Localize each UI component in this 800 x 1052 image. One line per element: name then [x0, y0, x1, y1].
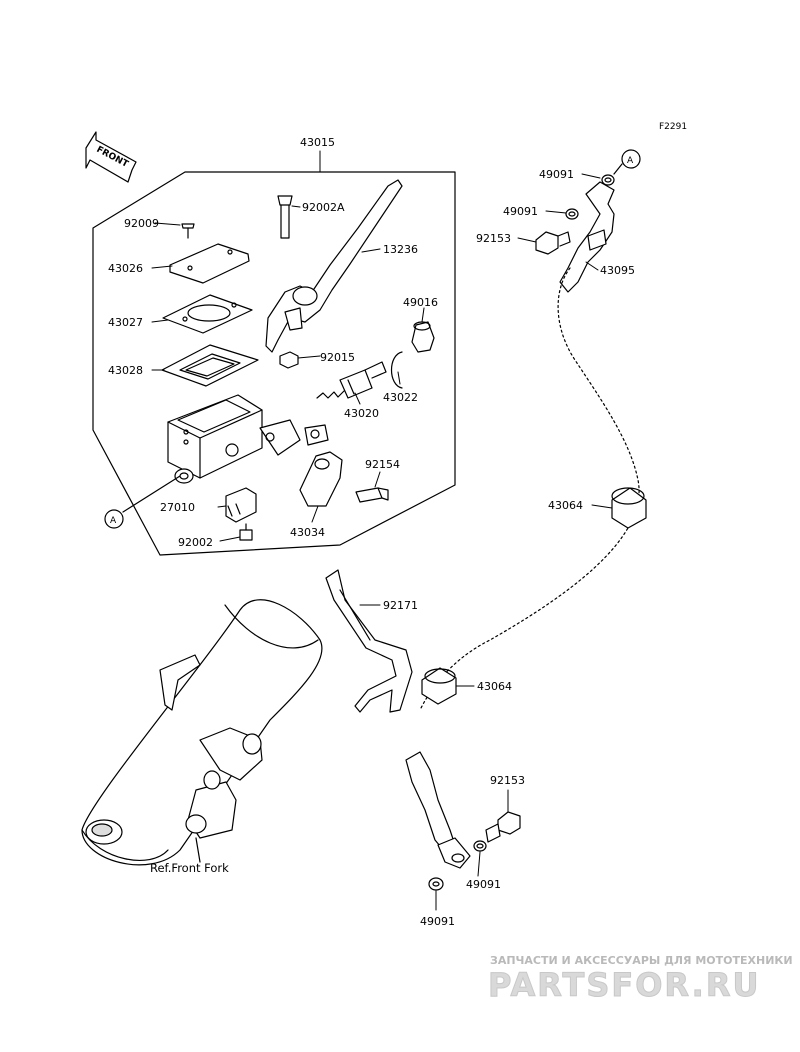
- bracket-92171: [325, 569, 413, 713]
- part-label-43026: 43026: [108, 262, 143, 275]
- part-label-43015: 43015: [300, 136, 335, 149]
- watermark-logo: PARTSFOR.RU: [488, 966, 760, 1004]
- watermark-tagline: ЗАПЧАСТИ И АКСЕССУАРЫ ДЛЯ МОТОТЕХНИКИ: [490, 954, 793, 967]
- circlip-43022: [390, 351, 403, 389]
- part-label-92002: 92002: [178, 536, 213, 549]
- part-label-92171: 92171: [383, 599, 418, 612]
- part-label-43095: 43095: [600, 264, 635, 277]
- part-label-43064-b: 43064: [477, 680, 512, 693]
- part-label-92154: 92154: [365, 458, 400, 471]
- diaphragm-plate-43027: [162, 294, 253, 334]
- ref-marker-a-left: [104, 509, 124, 529]
- washer-49091-lower: [428, 840, 487, 891]
- diagram-code: F2291: [659, 122, 687, 132]
- grommet-43064-upper: [611, 487, 647, 529]
- part-label-92002A: 92002A: [302, 201, 345, 214]
- brake-hose-43095: [419, 181, 640, 711]
- bolt-92154: [355, 487, 389, 503]
- part-label-13236: 13236: [383, 243, 418, 256]
- ref-marker-a-left-label: A: [110, 516, 117, 526]
- leader-lines: [151, 150, 425, 542]
- banjo-bolt-92153-lower: [485, 811, 521, 843]
- part-label-92015: 92015: [320, 351, 355, 364]
- bolt-92002A: [277, 195, 293, 239]
- part-label-43027: 43027: [108, 316, 143, 329]
- dust-boot-49016: [411, 321, 435, 353]
- part-label-92153-a: 92153: [476, 232, 511, 245]
- grommet-43064-lower: [421, 667, 457, 705]
- front-arrow-icon: [85, 131, 137, 183]
- part-label-43022: 43022: [383, 391, 418, 404]
- part-label-49091-c: 49091: [466, 878, 501, 891]
- part-label-49091-b: 49091: [503, 205, 538, 218]
- front-fork: [81, 599, 323, 866]
- nut-92015: [279, 351, 299, 369]
- part-label-49016: 49016: [403, 296, 438, 309]
- washer-49091-upper: [565, 174, 615, 220]
- assembly-frame: [92, 171, 456, 556]
- banjo-bolt-92153-upper: [535, 231, 571, 255]
- part-label-27010: 27010: [160, 501, 195, 514]
- screw-92002: [239, 523, 253, 541]
- leader-lines-right: [359, 173, 613, 911]
- part-label-92009: 92009: [124, 217, 159, 230]
- part-label-92153-b: 92153: [490, 774, 525, 787]
- part-label-43034: 43034: [290, 526, 325, 539]
- brake-hose-lower: [405, 751, 471, 869]
- screw-92009: [181, 223, 195, 239]
- brake-switch-27010: [225, 487, 257, 523]
- ref-marker-a-right: [621, 149, 641, 169]
- ref-front-fork-label: Ref.Front Fork: [150, 861, 229, 875]
- part-label-49091-d: 49091: [420, 915, 455, 928]
- part-label-43020: 43020: [344, 407, 379, 420]
- brake-lever-13236: [265, 179, 403, 353]
- piston-kit-43020: [316, 361, 387, 399]
- clamp-43034: [299, 424, 343, 507]
- diaphragm-43028: [161, 344, 259, 387]
- ref-marker-a-right-label: A: [627, 156, 634, 166]
- part-label-43028: 43028: [108, 364, 143, 377]
- master-cylinder-body: [167, 394, 301, 484]
- part-label-49091-a: 49091: [539, 168, 574, 181]
- part-label-43064-a: 43064: [548, 499, 583, 512]
- reservoir-cap-43026: [169, 243, 250, 284]
